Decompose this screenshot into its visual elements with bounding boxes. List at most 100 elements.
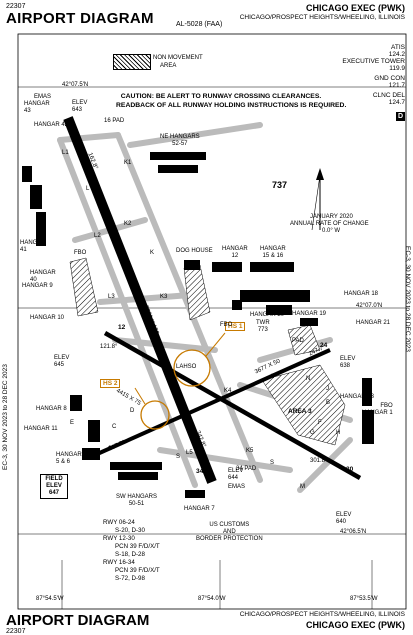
label-hangar-15-16: HANGAR 15 & 16 xyxy=(260,246,286,259)
label-hangar-41: HANGAR 41 xyxy=(20,240,46,253)
runway-info-line-1: RWY 06-24 xyxy=(103,519,135,526)
building-hangar-11 xyxy=(88,420,100,442)
pad-34: 34 PAD xyxy=(236,466,257,472)
hot-spot-1-circle xyxy=(173,349,211,387)
magnetic-north-line xyxy=(311,174,321,231)
legend-area: AREA xyxy=(160,63,177,69)
label-hangar-9: HANGAR 9 xyxy=(22,283,53,289)
runway-info-line-4: PCN 39 F/D/X/T xyxy=(115,543,160,550)
atis-freq: 124.2 xyxy=(388,51,405,58)
taxiway-label-s2: S xyxy=(270,460,275,466)
hot-spot-2-circle xyxy=(140,400,170,430)
non-movement-legend-swatch xyxy=(113,54,151,70)
buildings xyxy=(22,152,374,498)
runway-6-label: 6 xyxy=(108,445,112,452)
magvar-rate: 0.0° W xyxy=(322,228,341,234)
runway-info-line-6: RWY 16-34 xyxy=(103,559,135,566)
runway-12-label: 12 xyxy=(118,324,126,331)
gnd-label: GND CON xyxy=(374,75,405,82)
label-hangar-11: HANGAR 11 xyxy=(24,426,58,432)
runway-16-label: 16 xyxy=(78,146,86,153)
airport-city: CHICAGO/PROSPECT HEIGHTS/WHEELING, ILLIN… xyxy=(239,14,405,21)
label-fbo-hangar-1: FBO HANGAR 1 xyxy=(362,403,393,416)
building-sw-hangars-b xyxy=(118,472,158,480)
chart-code-top: 22307 xyxy=(6,3,26,10)
hot-spot-2: HS 2 xyxy=(100,379,121,388)
building-hangar-13 xyxy=(362,378,372,406)
hot-spot-1-leader xyxy=(205,332,226,357)
taxiway-label-f: F xyxy=(318,420,322,426)
taxiway-k3 xyxy=(97,292,193,305)
building-hangar-43 xyxy=(22,166,32,182)
taxiway-label-d: D xyxy=(130,408,135,414)
label-hangar-12: HANGAR 12 xyxy=(222,246,248,259)
label-elev-644: ELEV 644 xyxy=(228,468,244,481)
runway-6-24 xyxy=(94,348,331,457)
label-hangar-7: HANGAR 7 xyxy=(184,506,215,512)
label-elev-645: ELEV 645 xyxy=(54,355,70,368)
label-area-3: AREA 3 xyxy=(288,408,312,415)
label-dog-house: DOG HOUSE xyxy=(176,248,213,254)
taxiway-label-c: C xyxy=(112,424,117,430)
atis-label: ATIS xyxy=(391,44,405,51)
label-hangar-10: HANGAR 10 xyxy=(30,315,65,321)
taxiway-label-b: B xyxy=(326,400,331,406)
taxiway-label-a: A xyxy=(270,374,275,380)
airport-name: CHICAGO EXEC (PWK) xyxy=(306,3,405,13)
label-ne-hangars: NE HANGARS 52-57 xyxy=(160,134,200,147)
al-number: AL-5028 (FAA) xyxy=(176,21,223,28)
lon-label-left: 87°54.5'W xyxy=(36,596,64,602)
lat-label-mid: 42°07.0'N xyxy=(356,303,383,309)
taxiway-label-g: G xyxy=(310,430,315,436)
building-fbo-hangar-1 xyxy=(362,410,374,444)
hot-spot-2-leader xyxy=(134,387,146,405)
footer-code: 22307 xyxy=(6,628,26,635)
gnd-freq: 121.7 xyxy=(388,82,405,89)
taxiway-s xyxy=(157,447,293,473)
hangar-40-non-movement xyxy=(69,257,99,317)
label-hangar-8: HANGAR 8 xyxy=(36,406,67,412)
caution-line-2: READBACK OF ALL RUNWAY HOLDING INSTRUCTI… xyxy=(116,102,347,109)
building-hangar-7 xyxy=(185,490,205,498)
taxiway-label-l1: L1 xyxy=(62,150,69,156)
building-hangar-41 xyxy=(36,212,46,246)
caution-note: CAUTION: BE ALERT TO RUNWAY CROSSING CLE… xyxy=(116,92,347,110)
runway-34-label: 34 xyxy=(196,468,204,475)
taxiway-label-l4: L4 xyxy=(150,336,157,342)
runway-info-line-2: S-20, D-30 xyxy=(115,527,145,534)
building-twr xyxy=(232,300,242,310)
label-hangar-5-6: HANGAR 5 & 6 xyxy=(56,452,82,465)
pad-non-movement xyxy=(287,324,321,356)
runway-info-line-8: S-72, D-98 xyxy=(115,575,145,582)
lon-label-mid: 87°54.0'W xyxy=(198,596,226,602)
taxiway-l xyxy=(57,137,198,488)
tower-freq: 119.9 xyxy=(389,65,405,72)
d-symbol: D xyxy=(396,112,405,121)
runway-30-label: 30 xyxy=(346,466,354,473)
building-hangar-18 xyxy=(240,290,310,302)
label-hangar-18: HANGAR 18 xyxy=(344,291,379,297)
taxiway-label-h: H xyxy=(336,430,341,436)
runway-info-block: RWY 06-24 S-20, D-30 RWY 12-30 PCN 39 F/… xyxy=(103,519,160,583)
taxiway-label-n: N xyxy=(306,376,311,382)
lat-label-top: 42°07.5'N xyxy=(62,82,89,88)
label-elev-643: ELEV 643 xyxy=(72,100,88,113)
runway-12-30 xyxy=(103,331,362,480)
taxiway-label-e: E xyxy=(70,420,75,426)
taxiway-label-m: M xyxy=(300,484,305,490)
building-hangar-42 xyxy=(30,185,42,209)
runway-16-34 xyxy=(63,116,217,484)
legend-non-movement: NON MOVEMENT xyxy=(153,55,203,61)
label-hangar-19: HANGAR 19 xyxy=(292,311,327,317)
building-hangar-20 xyxy=(266,305,292,315)
chart-frame xyxy=(17,33,407,610)
taxiway-l1 xyxy=(57,132,121,143)
building-ne-hangars-a xyxy=(150,152,206,160)
taxiway-label-k3: K3 xyxy=(160,294,168,300)
footer-airport-name: CHICAGO EXEC (PWK) xyxy=(306,620,405,630)
heading-301: 301.8° xyxy=(310,458,328,464)
taxiway-label-s: S xyxy=(176,454,181,460)
building-hangar-8 xyxy=(70,395,82,411)
label-hangar-21: HANGAR 21 xyxy=(356,320,391,326)
